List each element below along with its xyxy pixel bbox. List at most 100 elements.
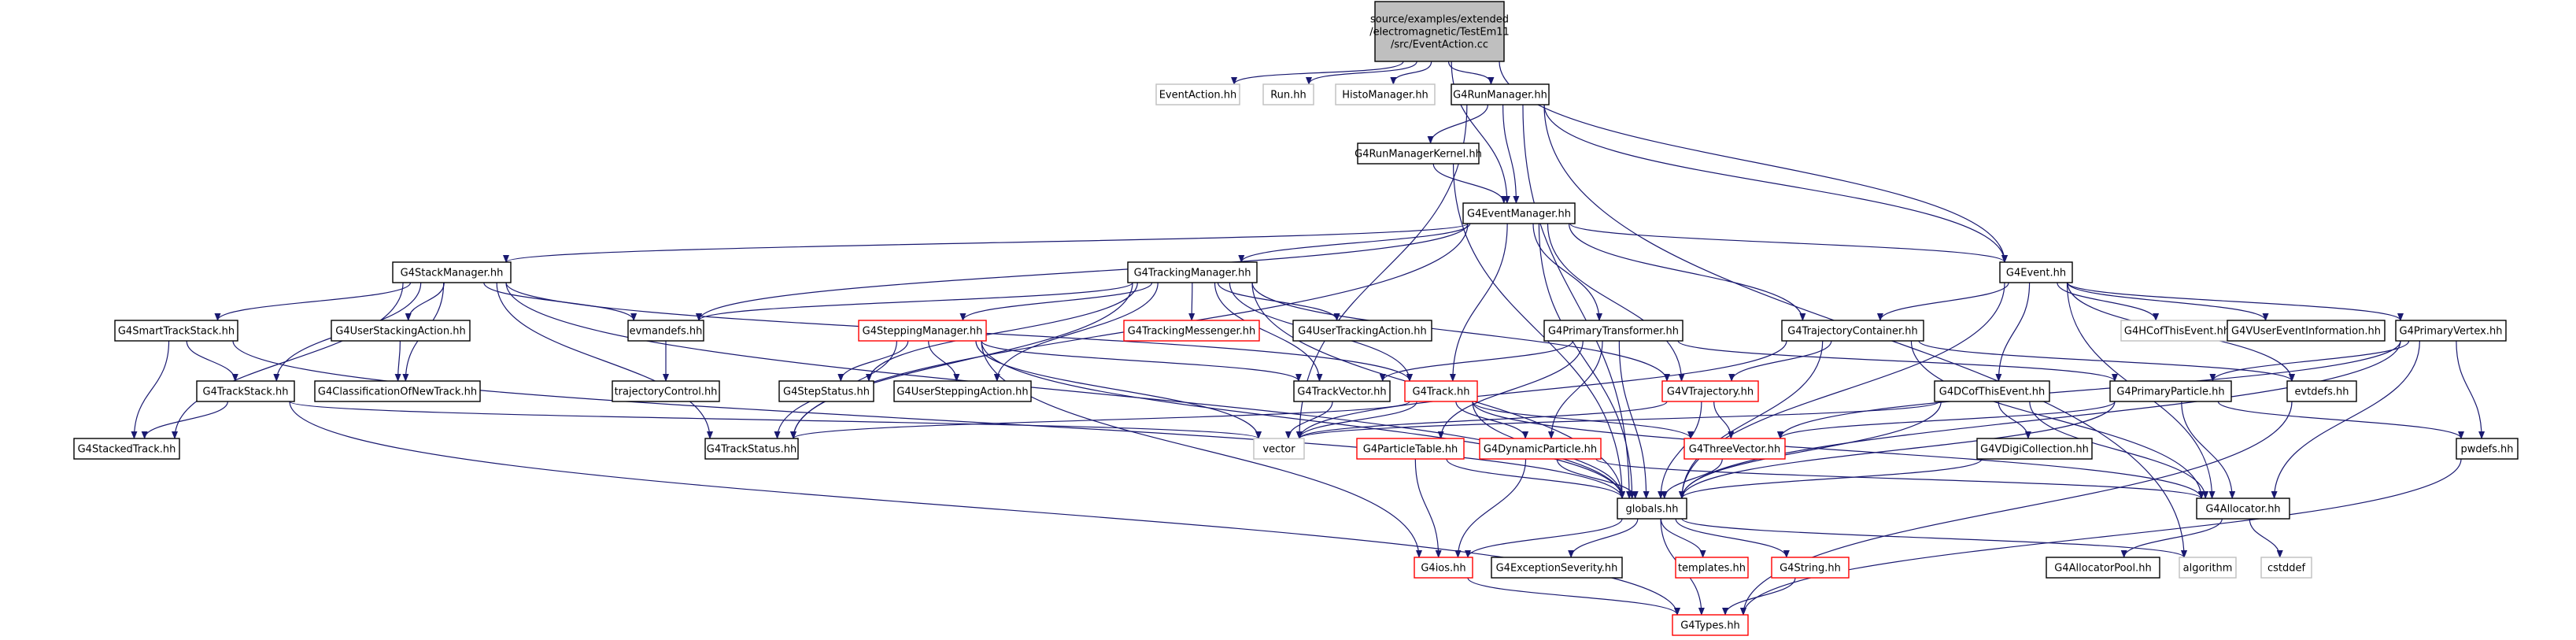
node-label: G4TrackingMessenger.hh [1128,326,1255,338]
node-box [1293,380,1391,402]
edge-root-to-eventaction [1231,61,1404,85]
node-label: G4PrimaryVertex.hh [2400,326,2503,338]
node-box [2227,320,2386,342]
edge-track-to-vector [1296,401,1417,439]
node-evmandefs[interactable]: evmandefs.hh [627,320,704,342]
node-label: algorithm [2183,563,2233,575]
node-label: G4Track.hh [1413,387,1470,398]
node-evtdefs[interactable]: evtdefs.hh [2286,380,2357,402]
node-box [314,380,481,402]
node-eventmanager[interactable]: G4EventManager.hh [1462,202,1576,224]
node-stackedtrack[interactable]: G4StackedTrack.hh [73,438,180,460]
node-track[interactable]: G4Track.hh [1404,380,1478,402]
node-label: G4UserStackingAction.hh [335,326,465,338]
edge-stackmanager-to-trackstatus [496,282,713,439]
node-label: G4EventManager.hh [1467,209,1571,220]
node-ios[interactable]: G4ios.hh [1414,557,1473,579]
node-vusereventinformation[interactable]: G4VUserEventInformation.hh [2227,320,2386,342]
node-cstddef[interactable]: cstddef [2260,557,2312,579]
node-label: G4String.hh [1780,563,1841,575]
edge-trajectorycontainer-to-evtdefs [1918,340,2295,382]
node-primaryparticle[interactable]: G4PrimaryParticle.hh [2109,380,2232,402]
node-label: vector [1262,444,1295,456]
edge-steppingmanager-to-trackvector [981,340,1302,382]
node-hcofthisevent[interactable]: G4HCofThisEvent.hh [2120,320,2234,342]
node-label: Run.hh [1270,90,1306,102]
node-box [1675,557,1749,579]
node-trackstack[interactable]: G4TrackStack.hh [196,380,295,402]
edge-primaryparticle-to-allocator [2181,401,2236,499]
edge-vdigicollection-to-globals [1679,458,1983,499]
node-trackvector[interactable]: G4TrackVector.hh [1293,380,1391,402]
node-label: trajectoryControl.hh [615,387,718,398]
node-box [1155,83,1240,105]
node-primarytransformer[interactable]: G4PrimaryTransformer.hh [1543,320,1683,342]
node-box [2179,557,2237,579]
edge-primaryparticle-to-threevector [1777,401,2116,439]
edge-runmanager-to-globals [1522,104,1633,499]
node-label: pwdefs.hh [2460,444,2513,456]
node-run[interactable]: Run.hh [1262,83,1314,105]
node-label: G4VUserEventInformation.hh [2231,326,2381,338]
node-usertrackingaction[interactable]: G4UserTrackingAction.hh [1292,320,1432,342]
node-box [1479,438,1602,460]
node-runmanager[interactable]: G4RunManager.hh [1451,83,1550,105]
edge-eventmanager-to-stackmanager [503,223,1469,263]
node-box [1683,438,1786,460]
node-pwdefs[interactable]: pwdefs.hh [2456,438,2519,460]
node-threevector[interactable]: G4ThreeVector.hh [1683,438,1786,460]
node-event[interactable]: G4Event.hh [1999,261,2073,283]
node-string[interactable]: G4String.hh [1771,557,1850,579]
node-particletable[interactable]: G4ParticleTable.hh [1356,438,1465,460]
node-algorithm[interactable]: algorithm [2179,557,2237,579]
node-allocatorpool[interactable]: G4AllocatorPool.hh [2046,557,2160,579]
edge-eventmanager-to-primarytransformer [1532,223,1602,321]
node-templates[interactable]: templates.hh [1675,557,1749,579]
node-label: G4SteppingManager.hh [863,326,983,338]
node-runmanagerkernel[interactable]: G4RunManagerKernel.hh [1355,142,1482,165]
node-label: G4TrackStack.hh [203,387,289,398]
node-userstackingaction[interactable]: G4UserStackingAction.hh [331,320,471,342]
node-stepstatus[interactable]: G4StepStatus.hh [778,380,874,402]
node-globals[interactable]: globals.hh [1617,498,1687,520]
node-trackingmanager[interactable]: G4TrackingManager.hh [1127,261,1258,283]
node-trackstatus[interactable]: G4TrackStatus.hh [704,438,799,460]
node-eventaction[interactable]: EventAction.hh [1155,83,1240,105]
node-trajectorycontrol[interactable]: trajectoryControl.hh [612,380,720,402]
node-box [704,438,799,460]
edge-trajectorycontainer-to-vtrajectory [1728,340,1832,382]
node-vector[interactable]: vector [1253,438,1305,460]
node-trackingmessenger[interactable]: G4TrackingMessenger.hh [1123,320,1260,342]
node-trajectorycontainer[interactable]: G4TrajectoryContainer.hh [1781,320,1924,342]
node-box [612,380,720,402]
node-steppingmanager[interactable]: G4SteppingManager.hh [858,320,987,342]
node-vdigicollection[interactable]: G4VDigiCollection.hh [1976,438,2093,460]
node-label: G4RunManagerKernel.hh [1355,149,1482,161]
node-stackmanager[interactable]: G4StackManager.hh [392,261,512,283]
node-label: /src/EventAction.cc [1391,39,1488,51]
node-histomanager[interactable]: HistoManager.hh [1335,83,1436,105]
node-primaryvertex[interactable]: G4PrimaryVertex.hh [2395,320,2507,342]
edge-allocator-to-allocatorpool [2120,518,2223,558]
node-vtrajectory[interactable]: G4VTrajectory.hh [1661,380,1759,402]
node-dcofthisevent[interactable]: G4DCofThisEvent.hh [1934,380,2050,402]
node-box [893,380,1032,402]
node-exceptionseverity[interactable]: G4ExceptionSeverity.hh [1491,557,1623,579]
node-classificationofnewtrack[interactable]: G4ClassificationOfNewTrack.hh [314,380,481,402]
node-box [114,320,238,342]
node-label: G4PrimaryParticle.hh [2116,387,2224,398]
node-label: G4StackedTrack.hh [78,444,176,456]
node-smarttrackstack[interactable]: G4SmartTrackStack.hh [114,320,238,342]
node-dynamicparticle[interactable]: G4DynamicParticle.hh [1479,438,1602,460]
edge-runmanager-to-event [1543,104,2008,263]
node-label: G4Event.hh [2006,268,2066,279]
edge-smarttrackstack-to-globals [232,340,1625,499]
node-usersteppingaction[interactable]: G4UserSteppingAction.hh [893,380,1032,402]
node-types[interactable]: G4Types.hh [1672,614,1749,636]
node-box [1262,83,1314,105]
node-label: G4UserSteppingAction.hh [896,387,1028,398]
node-allocator[interactable]: G4Allocator.hh [2196,498,2290,520]
edge-vtrajectory-to-vector [1296,401,1668,439]
node-label: G4ParticleTable.hh [1363,444,1458,456]
node-box [1123,320,1260,342]
